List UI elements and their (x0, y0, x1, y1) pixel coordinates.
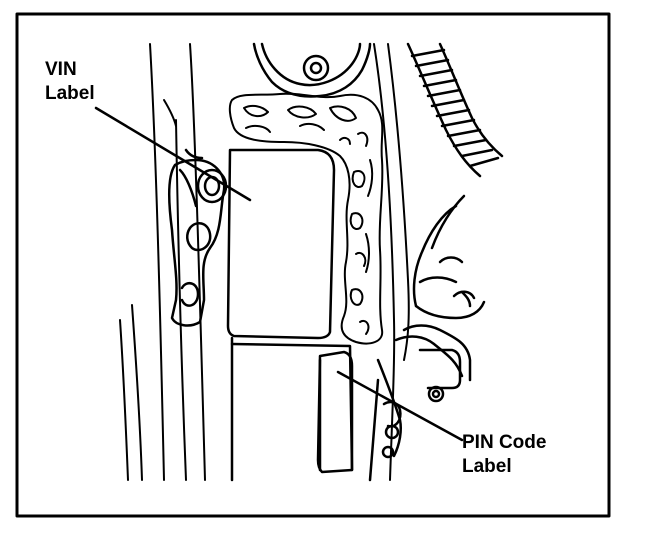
pin-label-line2: Label (462, 456, 512, 477)
vin-label-line2: Label (45, 83, 95, 104)
vin-label-plate (226, 148, 336, 340)
vin-label-callout: VIN Label (45, 58, 95, 106)
diagram-border (15, 12, 611, 518)
sealer-bead (228, 92, 384, 345)
corrugated-conduit (406, 42, 504, 178)
roof-rail-bracket (252, 42, 372, 98)
door-edge-lines (119, 43, 206, 481)
pillar-right-edge (373, 43, 410, 481)
vin-label-line1: VIN (45, 59, 77, 80)
pin-label-plate (316, 350, 354, 474)
pin-label-line1: PIN Code (462, 432, 547, 453)
pin-label-callout: PIN Code Label (462, 431, 546, 479)
lower-pillar-panel (230, 336, 354, 482)
vin-leader-line (94, 106, 252, 202)
pin-leader-line (336, 370, 464, 442)
door-latch (368, 194, 486, 482)
